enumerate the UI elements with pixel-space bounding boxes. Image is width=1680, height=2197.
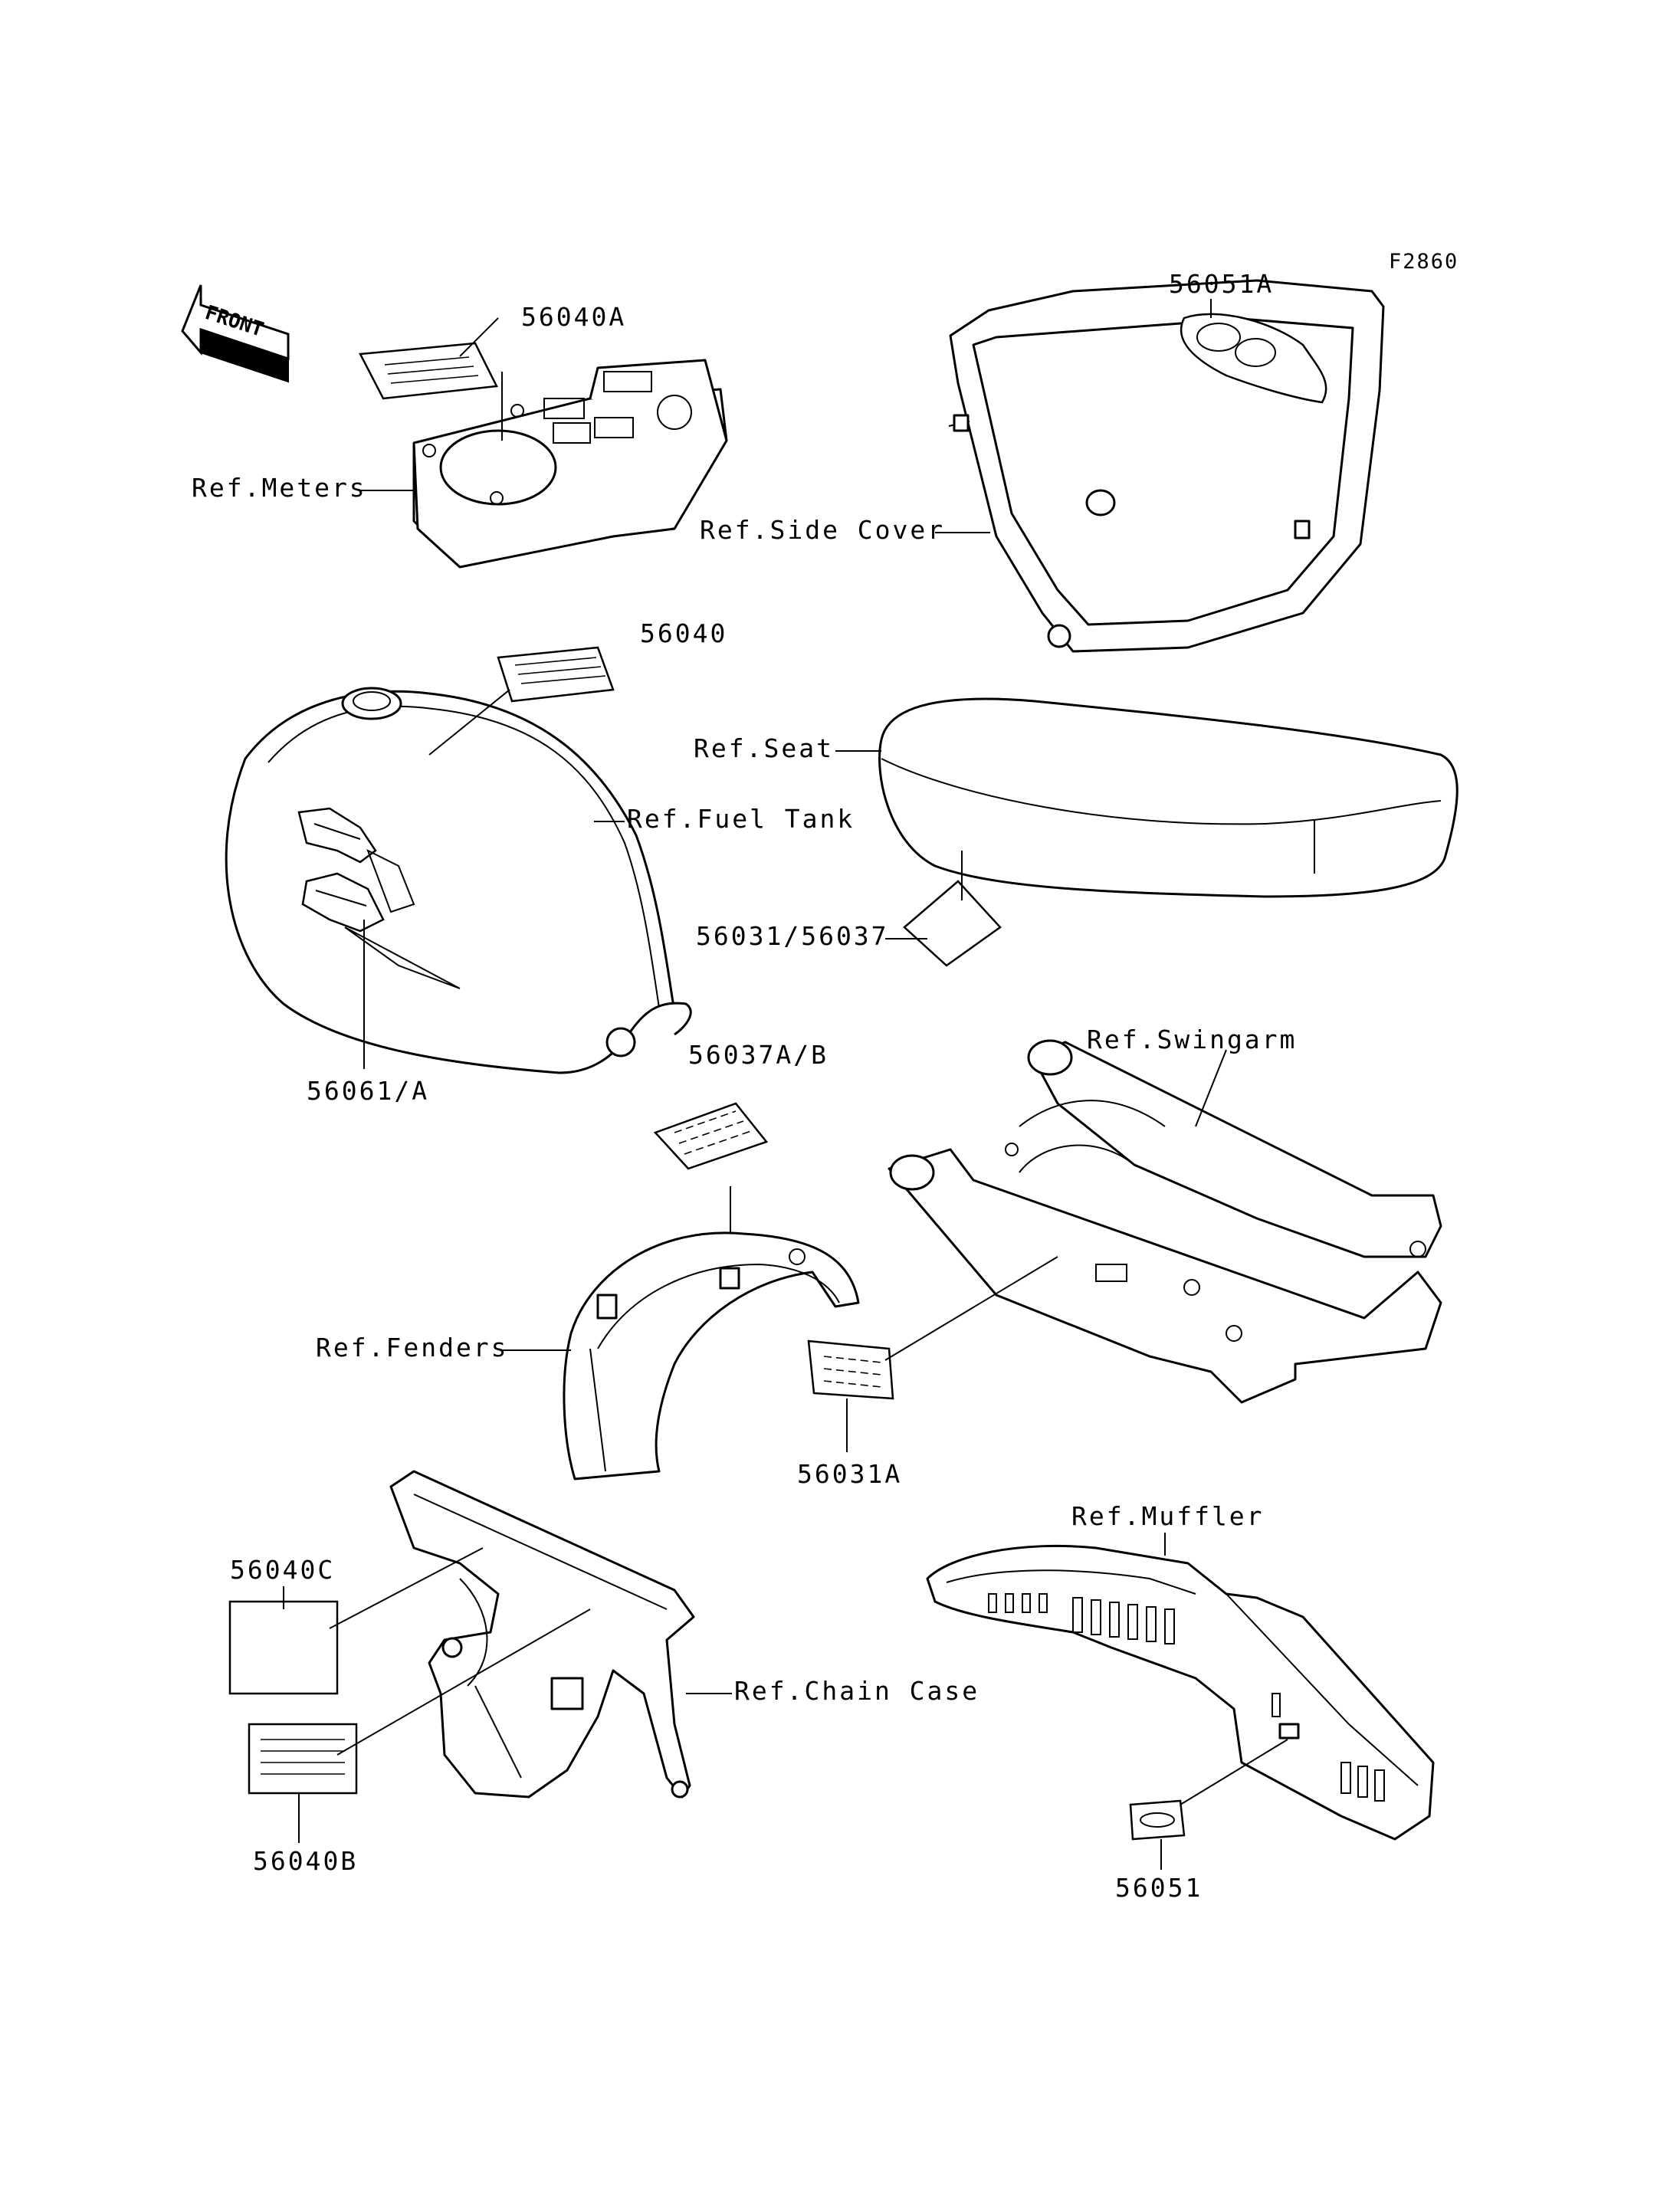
fuel-tank-part [225, 646, 692, 1074]
chain-decal-c [228, 1600, 339, 1695]
label-56040A: 56040A [521, 302, 626, 332]
label-56040C: 56040C [230, 1555, 335, 1585]
chain-case-part [228, 1470, 695, 1799]
figure-code: F2860 [1389, 250, 1459, 274]
fender-decal [653, 1102, 769, 1170]
swingarm-decal [807, 1340, 894, 1400]
label-56040B: 56040B [253, 1846, 358, 1876]
side-cover-emblem [1180, 313, 1327, 404]
meters-part [359, 342, 728, 569]
seat-part [878, 697, 1459, 967]
front-arrow-icon: FRONT [181, 284, 290, 383]
label-ref-muffler: Ref.Muffler [1071, 1501, 1265, 1531]
chain-decal-b [248, 1723, 358, 1795]
fender-part [563, 1231, 860, 1481]
label-ref-seat: Ref.Seat [694, 733, 834, 763]
muffler-emblem [1129, 1799, 1186, 1841]
label-56031A: 56031A [797, 1459, 902, 1489]
label-ref-fenders: Ref.Fenders [316, 1333, 509, 1362]
side-cover-part [948, 279, 1385, 653]
label-ref-side-cover: Ref.Side Cover [700, 515, 945, 545]
muffler-part [926, 1544, 1435, 1841]
label-56040: 56040 [640, 618, 727, 648]
seat-label [903, 880, 1002, 967]
tank-decal [497, 646, 615, 703]
label-56037A-B: 56037A/B [688, 1040, 829, 1070]
label-56061-A: 56061/A [307, 1076, 429, 1106]
label-ref-chain-case: Ref.Chain Case [734, 1676, 979, 1706]
label-ref-fuel-tank: Ref.Fuel Tank [627, 804, 855, 834]
label-56051: 56051 [1115, 1873, 1203, 1903]
swingarm-part [807, 1039, 1442, 1404]
label-56031-56037: 56031/56037 [696, 921, 889, 951]
label-ref-meters: Ref.Meters [192, 473, 367, 503]
tank-emblem [297, 807, 461, 989]
label-ref-swingarm: Ref.Swingarm [1087, 1025, 1297, 1054]
label-56051A: 56051A [1169, 269, 1274, 299]
